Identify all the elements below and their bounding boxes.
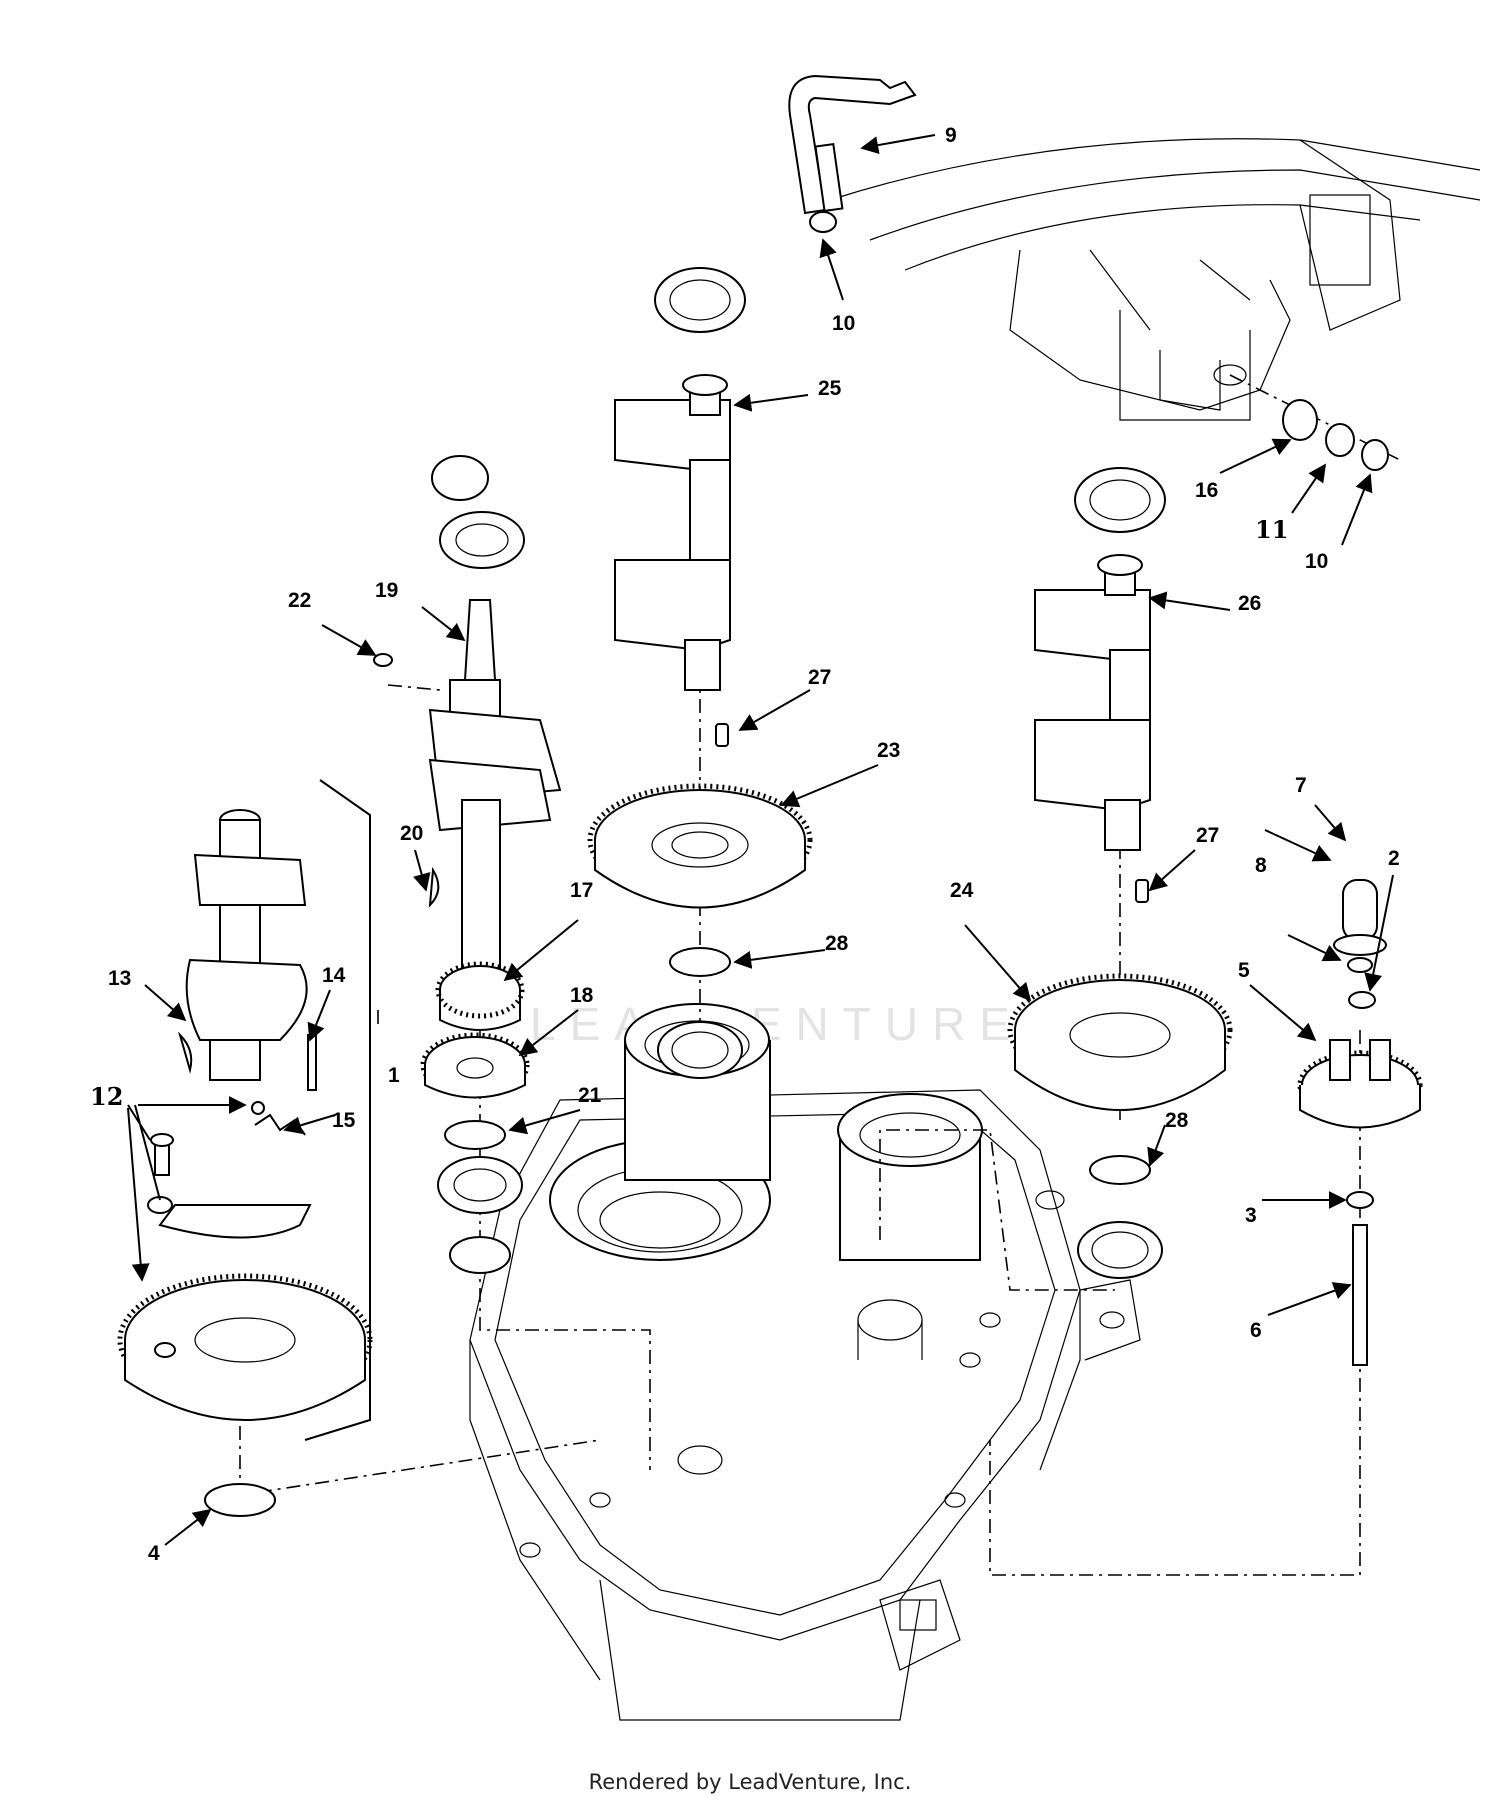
washer: [809, 211, 837, 233]
callout-19: 19: [375, 579, 398, 602]
callout-3: 3: [1245, 1204, 1257, 1227]
callout-4: 4: [148, 1542, 160, 1565]
crankshaft-25: [614, 267, 746, 691]
thrust-washer: [444, 1120, 506, 1150]
callout-27: 27: [808, 666, 831, 689]
callout-2: 2: [1388, 847, 1400, 870]
callout-8: 8: [1255, 854, 1267, 877]
callout-13: 13: [108, 967, 131, 990]
crankshaft-gear-23: [587, 783, 813, 909]
callout-22: 22: [288, 589, 311, 612]
callout-23: 23: [877, 739, 900, 762]
fuel-line: [788, 74, 917, 215]
callout-14: 14: [322, 964, 346, 987]
woodruff-key: [715, 723, 729, 747]
footer-credit: Rendered by LeadVenture, Inc.: [588, 1770, 912, 1794]
callout-12: 12: [90, 1082, 123, 1111]
gear-18: [420, 1032, 530, 1099]
engine-cover: [829, 138, 1481, 421]
crankshaft-19: [428, 455, 562, 981]
callout-18: 18: [570, 984, 594, 1007]
callout-10: 10: [832, 312, 855, 335]
callout-9: 9: [945, 124, 957, 147]
crankcase-housing: [469, 1003, 1141, 1721]
callout-27: 27: [1196, 824, 1219, 847]
callout-20: 20: [400, 822, 423, 845]
crankshaft-gear-24: [1007, 973, 1233, 1111]
callout-5: 5: [1238, 959, 1250, 982]
callout-24: 24: [950, 879, 974, 902]
callout-26: 26: [1238, 592, 1261, 615]
key: [428, 866, 440, 908]
callout-6: 6: [1250, 1319, 1262, 1342]
callout-17: 17: [570, 879, 593, 902]
callout-1: 1: [388, 1064, 400, 1087]
camshaft-assembly: [117, 809, 373, 1421]
callout-10: 10: [1305, 550, 1328, 573]
woodruff-key: [1135, 879, 1149, 903]
callout-15: 15: [332, 1109, 356, 1132]
crankshaft-26: [1034, 467, 1166, 851]
spacer: [1282, 399, 1318, 441]
gear-17: [435, 961, 525, 1031]
washer: [1325, 423, 1355, 457]
callout-21: 21: [578, 1084, 602, 1107]
oil-seal: [449, 1236, 511, 1274]
callout-28: 28: [1165, 1109, 1189, 1132]
ball-bearing: [657, 1021, 743, 1079]
leader-lines: [128, 134, 1394, 1546]
callout-11: 11: [1255, 515, 1288, 544]
washer: [1361, 439, 1389, 471]
watermark-text: LEADVENTURE: [530, 998, 1024, 1050]
callout-28: 28: [825, 932, 849, 955]
thrust-washer: [669, 947, 731, 977]
key: [373, 653, 393, 667]
callout-7: 7: [1295, 774, 1307, 797]
thrust-washer: [1089, 1155, 1151, 1185]
ball-bearing: [1077, 1221, 1163, 1279]
callout-numbers: 9 10 25 16 11 10 26 22 19 27 23 7 20 27 …: [90, 124, 1400, 1565]
cam-washer: [204, 1483, 276, 1517]
ball-bearing: [437, 1156, 523, 1214]
callout-25: 25: [818, 377, 842, 400]
governor-assembly: [1297, 879, 1423, 1366]
callout-16: 16: [1195, 479, 1218, 502]
